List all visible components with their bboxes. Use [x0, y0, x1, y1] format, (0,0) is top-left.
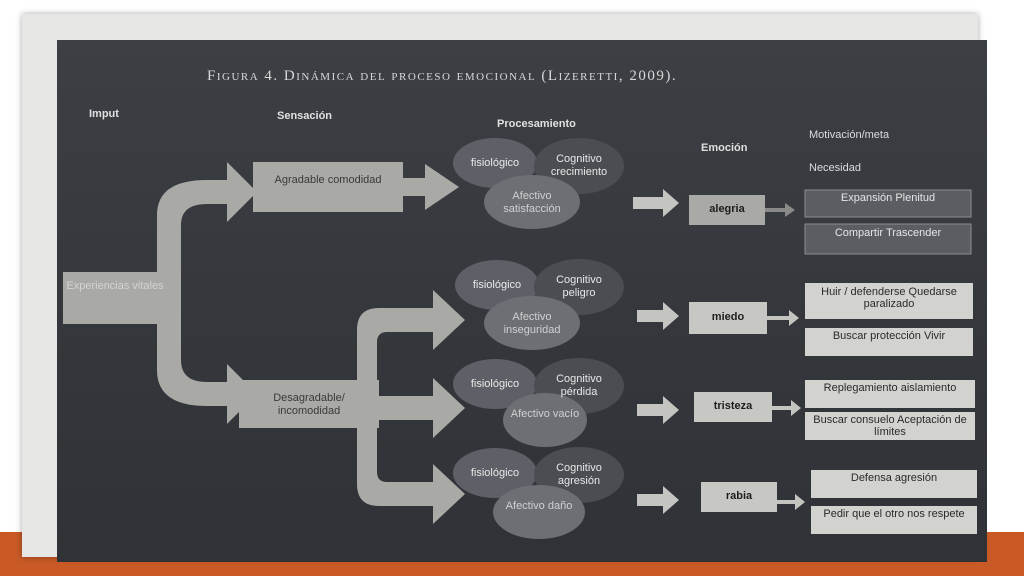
emotion-box-1: [689, 195, 765, 225]
arrow-to-emotion-2: [637, 302, 679, 330]
cognitivo-label-4: Cognitivo agresión: [556, 462, 602, 487]
bubble-afectivo-1: [484, 175, 580, 229]
emotion-label-4: rabia: [725, 490, 753, 502]
need-label-2: Buscar protección Vivir: [832, 330, 946, 342]
fisiologico-label-4: fisiológico: [470, 467, 520, 479]
motivation-box-1: [804, 189, 972, 218]
arrow-to-emotion-1: [633, 189, 679, 217]
photo-frame: Figura 4. Dinámica del proceso emocional…: [22, 14, 987, 562]
desagradable-box: [239, 380, 379, 428]
emotion-box-3: [694, 392, 772, 422]
header-imput: Imput: [89, 108, 119, 120]
emotion-label-2: miedo: [711, 311, 745, 323]
split-arrow-up: [357, 290, 465, 395]
fisiologico-label-3: fisiológico: [470, 378, 520, 390]
header-motivacion: Motivación/meta: [809, 129, 890, 141]
header-procesamiento: Procesamiento: [497, 118, 576, 130]
motivation-box-2: [805, 283, 973, 319]
need-box-3: [805, 412, 975, 440]
motivation-label-1: Expansión Plenitud: [840, 192, 936, 204]
sensation-desagradable: Desagradable/ incomodidad: [273, 392, 345, 417]
emotion-label-1: alegria: [709, 203, 745, 215]
need-box-4: [811, 506, 977, 534]
fisiologico-label-1: fisiológico: [470, 157, 520, 169]
cognitivo-label-1: Cognitivo crecimiento: [550, 153, 608, 178]
bubble-afectivo-2: [484, 296, 580, 350]
cognitivo-label-3: Cognitivo pérdida: [556, 373, 602, 398]
bubble-fisiologico-1: [453, 138, 537, 188]
motivation-label-2: Huir / defenderse Quedarse paralizado: [821, 286, 957, 310]
split-arrow-down: [357, 422, 465, 524]
agradable-box: [253, 162, 403, 212]
cognitivo-label-2: Cognitivo peligro: [556, 274, 602, 299]
need-label-4: Pedir que el otro nos respete: [823, 508, 965, 520]
emotion-box-2: [689, 302, 767, 334]
emotion-label-3: tristeza: [713, 400, 753, 412]
bubble-fisiologico-4: [453, 448, 537, 498]
motivation-label-4: Defensa agresión: [850, 472, 938, 484]
figure-photo: Figura 4. Dinámica del proceso emocional…: [57, 40, 987, 562]
header-necesidad: Necesidad: [809, 162, 861, 174]
bubble-afectivo-3: [503, 393, 587, 447]
need-label-1: Compartir Trascender: [834, 227, 942, 239]
header-sensacion: Sensación: [277, 110, 333, 122]
figure-title: Figura 4. Dinámica del proceso emocional…: [207, 68, 678, 84]
need-box-2: [805, 328, 973, 356]
arrow-to-emotion-4: [637, 486, 679, 514]
motivation-box-4: [811, 470, 977, 498]
arrow-to-emotion-3: [637, 396, 679, 424]
bubble-fisiologico-3: [453, 359, 537, 409]
afectivo-label-3: Afectivo vacío: [510, 408, 580, 420]
afectivo-label-1: Afectivo satisfacción: [503, 190, 561, 215]
motivation-box-3: [805, 380, 975, 408]
arrow-from-emotion-3: [772, 400, 801, 416]
need-label-3: Buscar consuelo Aceptación de límites: [813, 414, 967, 438]
header-emocion: Emoción: [701, 142, 748, 154]
sensation-agradable: Agradable comodidad: [274, 174, 382, 186]
diagram-shapes: [63, 138, 977, 539]
motivation-label-3: Replegamiento aislamiento: [823, 382, 957, 394]
emotion-box-4: [701, 482, 777, 512]
agradable-arrow: [403, 164, 459, 210]
arrow-from-emotion-1: [765, 203, 795, 217]
split-arrow-mid: [379, 378, 465, 438]
experiencias-box: [63, 272, 166, 324]
arrow-from-emotion-4: [777, 494, 805, 510]
bubble-afectivo-4: [493, 485, 585, 539]
arrow-from-emotion-2: [767, 310, 799, 326]
need-box-1: [804, 223, 972, 255]
afectivo-label-2: Afectivo inseguridad: [503, 311, 561, 336]
fisiologico-label-2: fisiológico: [472, 279, 522, 291]
afectivo-label-4: Afectivo daño: [505, 500, 573, 512]
input-experiencias: Experiencias vitales: [66, 280, 164, 292]
